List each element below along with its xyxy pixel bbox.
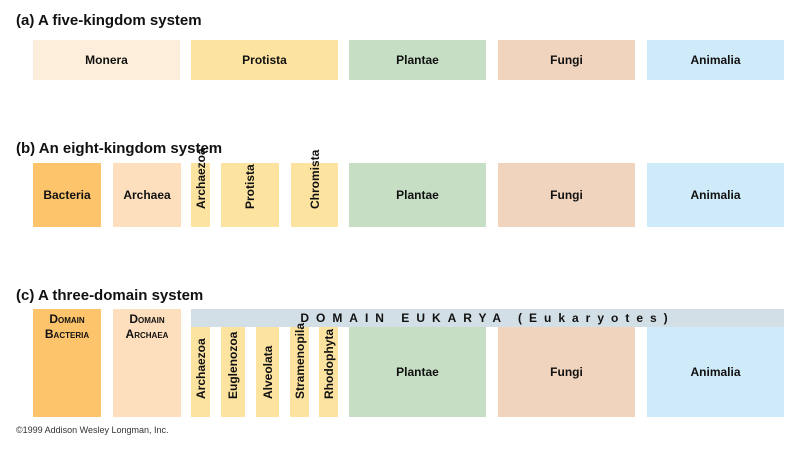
group-stramenopila: Stramenopila <box>290 323 309 417</box>
group-animalia: Animalia <box>647 327 784 417</box>
group-alveolata: Alveolata <box>256 327 279 417</box>
group-plantae: Plantae <box>349 327 486 417</box>
kingdom-monera: Monera <box>33 40 180 80</box>
panel-a-title: (a) A five-kingdom system <box>16 12 202 29</box>
kingdom-bacteria: Bacteria <box>33 163 101 227</box>
kingdom-plantae: Plantae <box>349 163 486 227</box>
kingdom-protista: Protista <box>191 40 338 80</box>
kingdom-chromista: Chromista <box>291 150 338 227</box>
group-stramenopila-label: Stramenopila <box>292 322 307 399</box>
group-euglenozoa-label: Euglenozoa <box>226 331 240 399</box>
group-archaezoa: Archaezoa <box>191 327 210 417</box>
kingdom-archaezoa-label: Archaezoa <box>193 148 208 209</box>
kingdom-fungi: Fungi <box>498 40 635 80</box>
group-archaezoa-label: Archaezoa <box>193 338 208 399</box>
kingdom-fungi: Fungi <box>498 163 635 227</box>
domain-archaea-line2: Archaea <box>125 327 169 341</box>
group-rhodophyta: Rhodophyta <box>319 327 338 417</box>
domain-archaea: Domain Archaea <box>113 309 181 417</box>
kingdom-animalia: Animalia <box>647 40 784 80</box>
kingdom-archaezoa: Archaezoa <box>191 148 210 227</box>
kingdom-protista-label: Protista <box>243 164 257 209</box>
copyright: ©1999 Addison Wesley Longman, Inc. <box>16 425 169 435</box>
domain-bacteria-line2: Bacteria <box>44 327 90 341</box>
kingdom-plantae: Plantae <box>349 40 486 80</box>
panel-b-title: (b) An eight-kingdom system <box>16 140 223 157</box>
kingdom-archaea: Archaea <box>113 163 181 227</box>
panel-c-title: (c) A three-domain system <box>16 287 204 304</box>
kingdom-chromista-label: Chromista <box>307 149 322 209</box>
domain-archaea-line1: Domain <box>129 312 165 326</box>
kingdom-animalia: Animalia <box>647 163 784 227</box>
domain-eukarya-banner: DOMAIN EUKARYA (Eukaryotes) <box>191 309 784 327</box>
domain-bacteria-line1: Domain <box>49 312 85 326</box>
group-rhodophyta-label: Rhodophyta <box>321 329 336 399</box>
group-fungi: Fungi <box>498 327 635 417</box>
kingdom-protista: Protista <box>221 163 279 227</box>
group-alveolata-label: Alveolata <box>260 345 275 399</box>
domain-bacteria: Domain Bacteria <box>33 309 101 417</box>
group-euglenozoa: Euglenozoa <box>221 327 245 417</box>
